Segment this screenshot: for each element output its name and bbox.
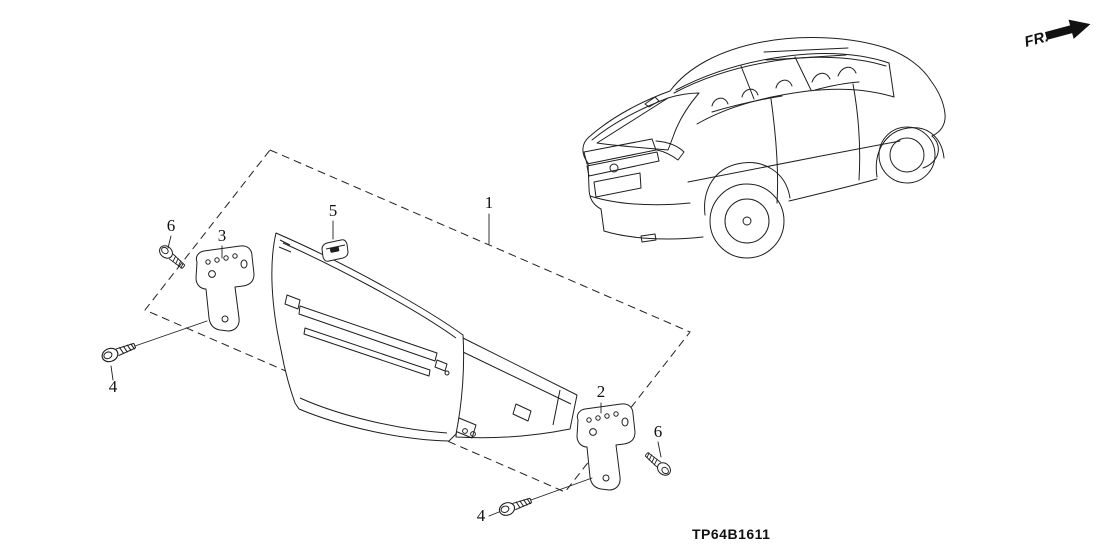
callout-2-bracket-right: 2: [597, 382, 606, 401]
diagram-code: TP64B1611: [692, 526, 770, 542]
car-front-wheel: [875, 126, 945, 184]
bracket-right: [576, 403, 636, 491]
car-exhaust: [640, 233, 657, 243]
fr-arrow-icon: [1044, 19, 1091, 40]
car-tail-lights: [583, 138, 685, 177]
screw-small-left-icon: [156, 242, 188, 272]
car-interior-detail: [711, 66, 860, 113]
audio-unit-chassis: [454, 337, 578, 439]
screw-small-right-icon: [642, 449, 674, 479]
callout-5-clip: 5: [329, 201, 338, 220]
audio-unit: [271, 232, 578, 442]
callout-4-bolt-left: 4: [109, 377, 118, 396]
car-body-outline: [582, 37, 946, 164]
car-rear-wheel: [704, 162, 791, 259]
fr-direction-indicator: FR.: [1023, 19, 1091, 51]
car-emblem: [609, 163, 619, 173]
car-illustration: [582, 37, 946, 259]
audio-unit-front-panel: [271, 232, 465, 442]
clip: [321, 239, 349, 262]
callout-3-bracket-left: 3: [218, 226, 227, 245]
callout-6-screw-left: 6: [167, 216, 176, 235]
callout-1-unit: 1: [485, 193, 494, 212]
bolt-left-icon: [99, 338, 138, 365]
assembly-boundary: [144, 149, 691, 493]
bolt-bottom-icon: [497, 494, 534, 518]
car-rear-glass: [596, 92, 700, 151]
fr-label: FR.: [1023, 28, 1051, 51]
callout-6-screw-right: 6: [654, 422, 663, 441]
bracket-left: [195, 245, 255, 332]
callout-4-bolt-bottom: 4: [477, 506, 486, 525]
car-antenna-fin: [644, 96, 660, 108]
leader-lines: [110, 213, 662, 517]
